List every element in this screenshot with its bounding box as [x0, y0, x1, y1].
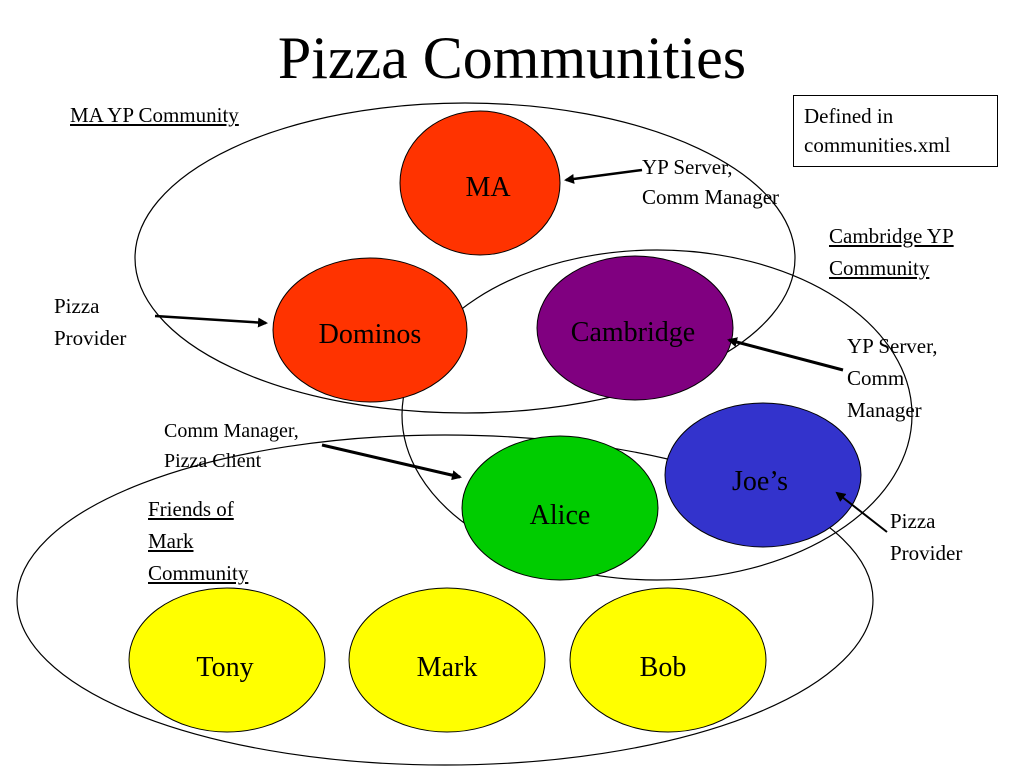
arrow-to-dominos [154, 314, 268, 328]
ma-role-annotation: YP Server, Comm Manager [642, 152, 779, 212]
joes-role-line-2: Provider [890, 541, 963, 565]
defined-in-box: Defined in communities.xml [793, 95, 998, 167]
friends-of-mark-line-1: Friends of [148, 497, 234, 521]
arrow-to-cambridge [727, 337, 844, 372]
node-dominos: Dominos [272, 257, 468, 403]
node-ma-circle [399, 110, 561, 256]
friends-of-mark-line-3: Community [148, 561, 249, 585]
ma-yp-community-label: MA YP Community [70, 103, 239, 127]
dominos-role-line-1: Pizza [54, 294, 100, 318]
node-joes-label: Joe’s [732, 466, 788, 497]
node-cambridge-circle [536, 255, 734, 401]
ma-yp-community-boundary [134, 102, 796, 414]
arrow-to-ma [564, 168, 643, 184]
cambridge-role-line-3: Manager [847, 398, 922, 422]
node-joes: Joe’s [664, 402, 862, 548]
ma-role-line-1: YP Server, [642, 155, 733, 179]
node-mark: Mark [348, 587, 546, 733]
slide-title: Pizza Communities [277, 25, 747, 91]
node-bob: Bob [569, 587, 767, 733]
joes-role-line-1: Pizza [890, 509, 936, 533]
arrow-to-alice [321, 443, 462, 481]
defined-in-line-1: Defined in [804, 104, 894, 128]
joes-role-annotation: Pizza Provider [890, 505, 962, 569]
node-mark-label: Mark [417, 652, 478, 683]
node-cambridge: Cambridge [536, 255, 734, 401]
dominos-role-annotation: Pizza Provider [54, 290, 126, 354]
defined-in-line-2: communities.xml [804, 133, 951, 157]
alice-role-line-2: Pizza Client [164, 450, 262, 472]
alice-role-annotation: Comm Manager, Pizza Client [164, 416, 299, 476]
node-ma-label: MA [465, 172, 511, 203]
node-dominos-label: Dominos [319, 319, 422, 350]
arrow-to-joes [835, 491, 888, 533]
cambridge-role-annotation: YP Server, Comm Manager [847, 330, 938, 426]
node-alice-circle [461, 435, 659, 581]
node-dominos-circle [272, 257, 468, 403]
friends-of-mark-community-label: Friends of Mark Community [148, 493, 248, 589]
cambridge-role-line-2: Comm [847, 366, 905, 390]
node-tony-label: Tony [196, 652, 253, 683]
cambridge-role-line-1: YP Server, [847, 334, 938, 358]
cambridge-yp-community-label: Cambridge YP Community [829, 220, 954, 284]
node-joes-circle [664, 402, 862, 548]
node-ma: MA [399, 110, 561, 256]
node-tony-circle [128, 587, 326, 733]
node-alice-label: Alice [530, 500, 591, 531]
cambridge-yp-community-line-2: Community [829, 256, 930, 280]
dominos-role-line-2: Provider [54, 326, 127, 350]
alice-role-line-1: Comm Manager, [164, 420, 299, 442]
friends-of-mark-line-2: Mark [148, 529, 194, 553]
cambridge-yp-community-line-1: Cambridge YP [829, 224, 954, 248]
cambridge-yp-community-boundary [401, 249, 913, 581]
node-bob-circle [569, 587, 767, 733]
node-tony: Tony [128, 587, 326, 733]
node-cambridge-label: Cambridge [571, 317, 695, 348]
ma-role-line-2: Comm Manager [642, 185, 780, 209]
node-alice: Alice [461, 435, 659, 581]
node-mark-circle [348, 587, 546, 733]
node-bob-label: Bob [640, 652, 687, 683]
friends-of-mark-community-boundary [16, 434, 874, 766]
